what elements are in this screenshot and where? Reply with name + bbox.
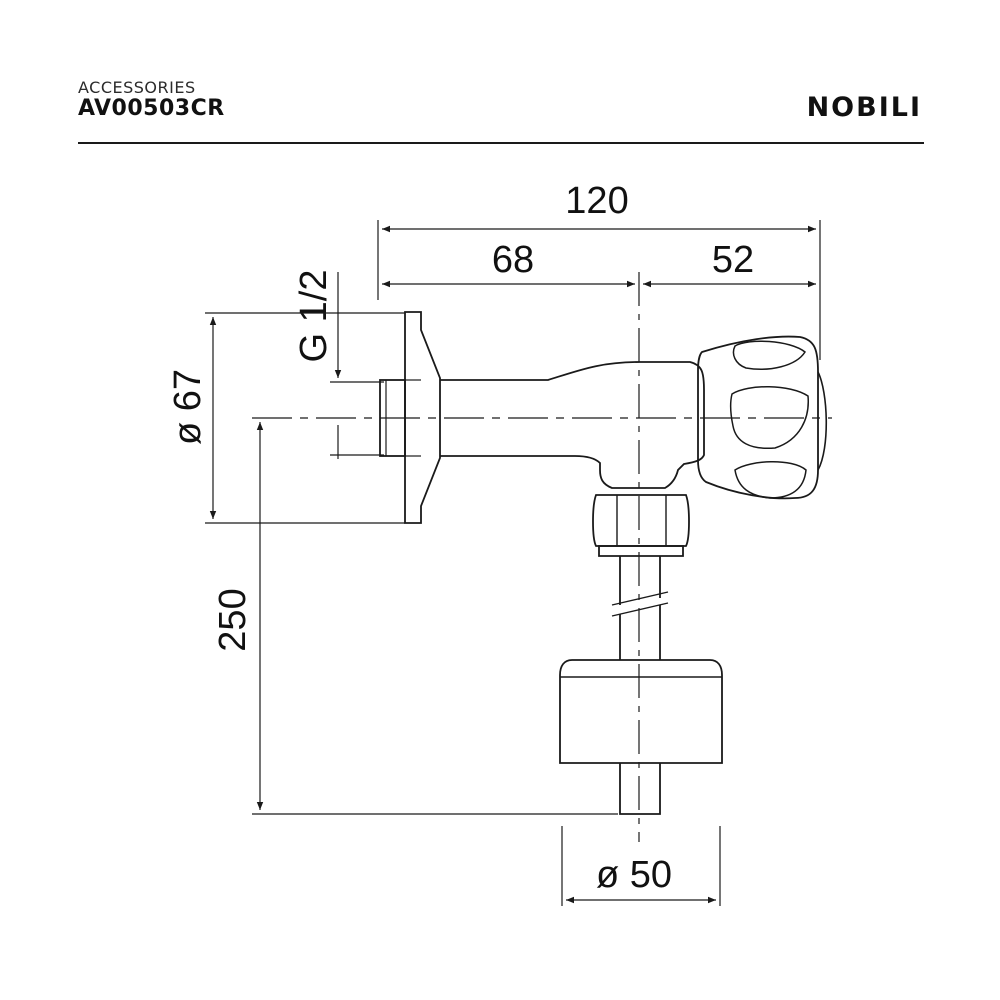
dimension-label-float-diameter: ø 50: [596, 854, 672, 896]
dimension-overall-length: 120: [377, 180, 821, 360]
dimension-label-250: 250: [212, 588, 254, 651]
header-divider: [78, 142, 924, 144]
dimension-thread: G 1/2: [293, 270, 384, 459]
dimension-label-thread: G 1/2: [293, 270, 335, 363]
dimension-inlet-to-axis: 68: [382, 239, 635, 288]
dimension-label-120: 120: [565, 180, 628, 222]
dimension-pipe-length: 250: [212, 422, 618, 815]
pipe-end: [619, 763, 661, 815]
brand-logo: NOBILI: [806, 92, 922, 123]
dimension-axis-to-knob: 52: [643, 239, 816, 288]
dimension-label-52: 52: [712, 239, 754, 281]
valve-body-tube: [440, 361, 705, 489]
product-code: AV00503CR: [78, 96, 225, 121]
float-cylinder: [559, 659, 723, 764]
header-category: ACCESSORIES: [78, 78, 196, 97]
dimension-float-diameter: ø 50: [561, 826, 721, 906]
valve-body: [379, 311, 705, 524]
handle-knob: [697, 335, 828, 500]
dimension-label-flange-diameter: ø 67: [167, 369, 209, 445]
dimension-label-68: 68: [492, 239, 534, 281]
dimension-flange-diameter: ø 67: [167, 312, 405, 524]
hex-nut: [592, 494, 690, 557]
wall-flange: [404, 311, 441, 524]
stem-pipe: [611, 556, 669, 660]
